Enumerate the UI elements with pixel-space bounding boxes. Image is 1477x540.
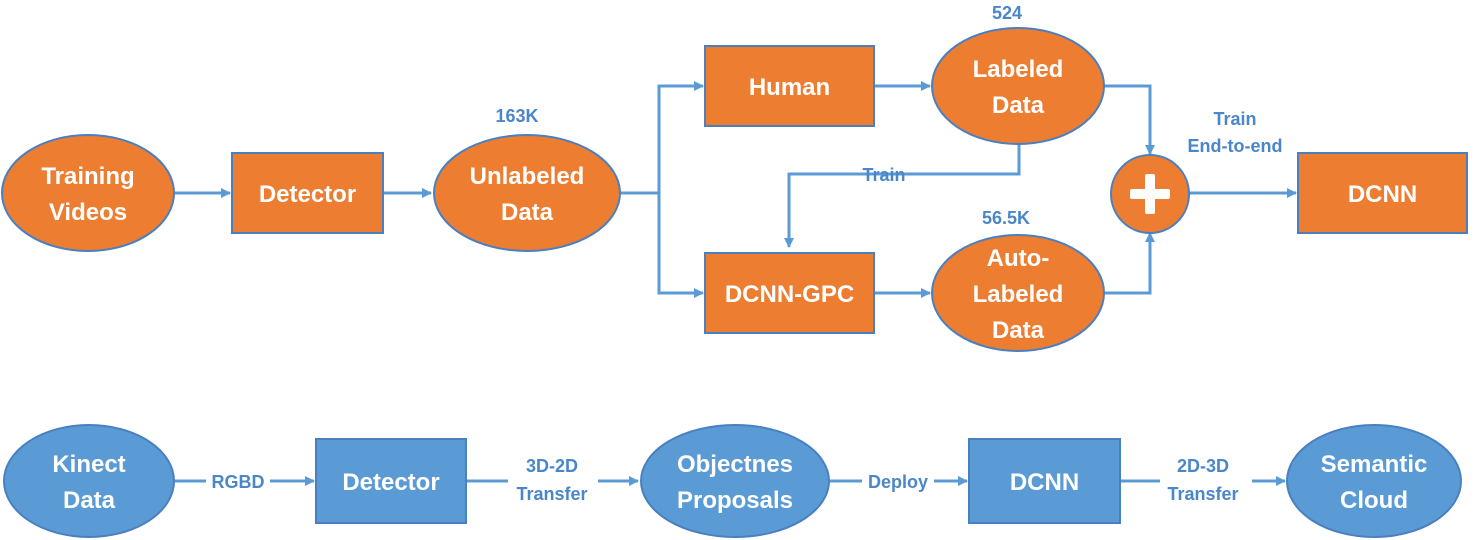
unlabeled-data-line2: Data bbox=[501, 199, 554, 226]
transfer-2d-3d-line2: Transfer bbox=[1167, 484, 1238, 504]
kinect-data-line1: Kinect bbox=[52, 451, 125, 478]
deploy-label: Deploy bbox=[868, 472, 928, 492]
auto-labeled-line3: Data bbox=[992, 317, 1045, 344]
kinect-data-line2: Data bbox=[63, 487, 116, 514]
train-end-to-end-line1: Train bbox=[1213, 109, 1256, 129]
node-labeled-data: Labeled Data bbox=[931, 27, 1105, 145]
node-objectness-proposals: Objectnes Proposals bbox=[640, 424, 830, 538]
edge-labeled-to-plus bbox=[1104, 84, 1155, 155]
node-human: Human bbox=[704, 45, 875, 127]
semantic-cloud-line2: Cloud bbox=[1340, 487, 1408, 514]
unlabeled-data-line1: Unlabeled bbox=[470, 163, 585, 190]
labeled-data-line2: Data bbox=[992, 92, 1045, 119]
train-end-to-end-line2: End-to-end bbox=[1188, 136, 1283, 156]
objectness-line2: Proposals bbox=[677, 487, 793, 514]
node-unlabeled-data: Unlabeled Data bbox=[433, 134, 621, 252]
edge-unlabeled-to-dcnn-gpc bbox=[657, 193, 704, 298]
plus-icon bbox=[1110, 154, 1190, 234]
node-semantic-cloud: Semantic Cloud bbox=[1286, 424, 1462, 538]
node-kinect-data: Kinect Data bbox=[3, 424, 175, 538]
auto-labeled-count-label: 56.5K bbox=[982, 208, 1030, 228]
detector-bottom-label: Detector bbox=[342, 469, 439, 496]
node-dcnn-bottom: DCNN bbox=[968, 438, 1121, 524]
transfer-3d-2d-line1: 3D-2D bbox=[526, 456, 578, 476]
transfer-3d-2d-line2: Transfer bbox=[516, 484, 587, 504]
top-flow-edges bbox=[174, 81, 1297, 298]
edge-unlabeled-to-human bbox=[620, 81, 704, 195]
auto-labeled-line1: Auto- bbox=[987, 245, 1050, 272]
training-videos-line2: Videos bbox=[49, 199, 127, 226]
edge-auto-labeled-to-plus bbox=[1104, 232, 1155, 295]
transfer-2d-3d-line1: 2D-3D bbox=[1177, 456, 1229, 476]
node-training-videos: Training Videos bbox=[1, 134, 175, 252]
unlabeled-count-label: 163K bbox=[495, 106, 538, 126]
dcnn-bottom-label: DCNN bbox=[1010, 469, 1079, 496]
training-videos-line1: Training bbox=[41, 163, 134, 190]
rgbd-label: RGBD bbox=[212, 472, 265, 492]
objectness-line1: Objectnes bbox=[677, 451, 793, 478]
node-dcnn-gpc: DCNN-GPC bbox=[704, 252, 875, 334]
human-label: Human bbox=[749, 74, 830, 101]
labeled-data-line1: Labeled bbox=[973, 56, 1064, 83]
train-label: Train bbox=[862, 165, 905, 185]
detector-top-label: Detector bbox=[259, 181, 356, 208]
node-detector-bottom: Detector bbox=[315, 438, 467, 524]
node-dcnn-top: DCNN bbox=[1297, 152, 1468, 234]
edge-labeled-to-dcnn-gpc-train bbox=[784, 140, 1021, 248]
labeled-count-label: 524 bbox=[992, 3, 1022, 23]
node-auto-labeled-data: Auto- Labeled Data bbox=[931, 234, 1105, 352]
node-detector-top: Detector bbox=[231, 152, 384, 234]
auto-labeled-line2: Labeled bbox=[973, 281, 1064, 308]
semantic-cloud-line1: Semantic bbox=[1321, 451, 1428, 478]
dcnn-top-label: DCNN bbox=[1348, 181, 1417, 208]
dcnn-gpc-label: DCNN-GPC bbox=[725, 281, 854, 308]
